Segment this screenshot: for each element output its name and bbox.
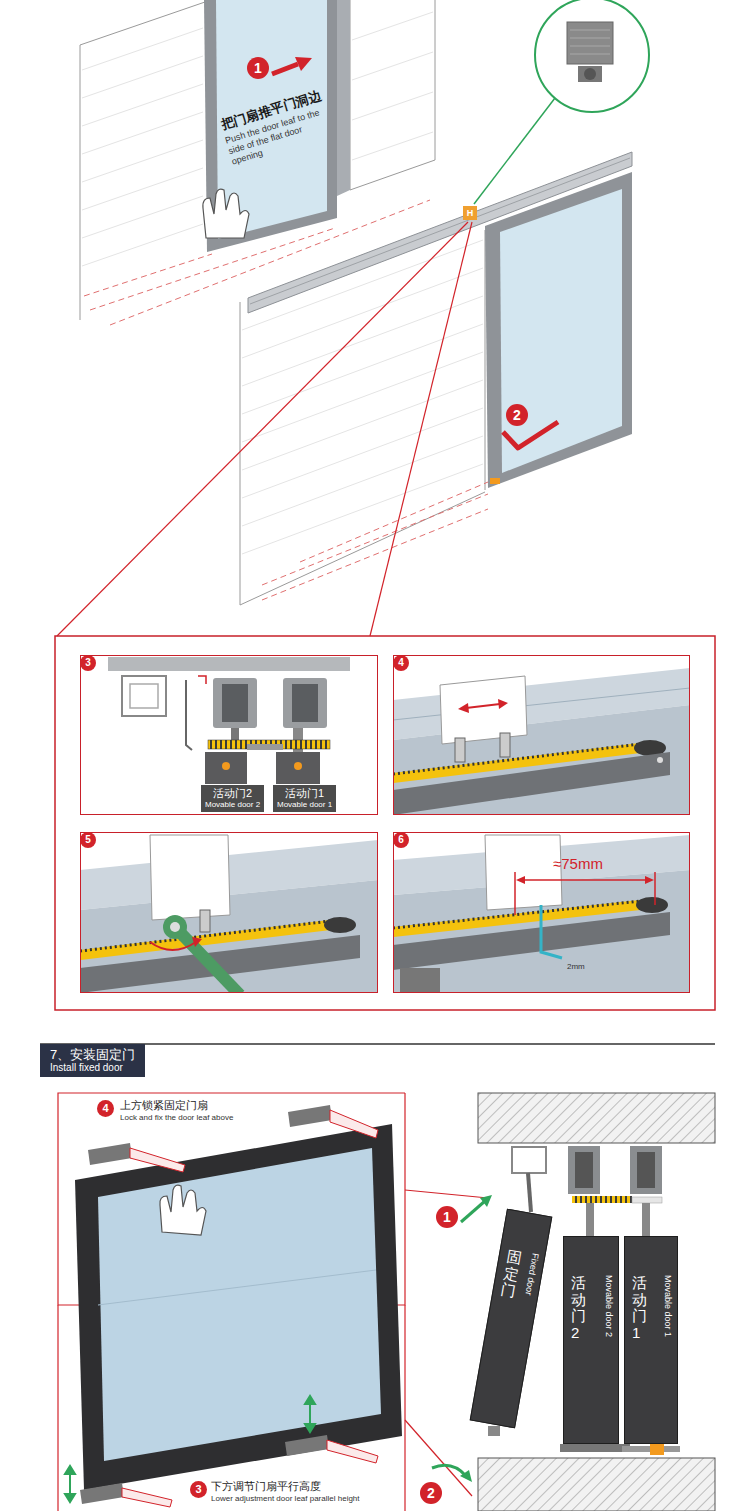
chinese-label: 活动门2 [571,1275,586,1341]
door-leaf: 固定门Fixed door [470,1209,553,1429]
step-panel: 3 活动门2Movable door 2 活动门1Movable door 1 [80,655,378,815]
section-subtitle: Install fixed door [50,1062,135,1074]
chinese-label: 活动门2 [205,787,260,800]
annotation-text: 上方锁紧固定门扇 [120,1099,208,1112]
door-tag: 活动门2Movable door 2 [201,785,264,812]
callout-number: 2 [506,404,528,426]
annotation-text: Lock and fix the door leaf above [120,1113,233,1123]
callout-number: 3 [190,1481,207,1498]
annotation-text: 下方调节门扇平行高度 [211,1480,321,1493]
annotation-text: 2mm [567,962,585,972]
callout-number: 1 [247,57,269,79]
english-label: Movable door 2 [205,800,260,810]
step-panel: 6 [393,832,690,993]
step-panel: 5 [80,832,378,993]
chinese-label: 活动门1 [277,787,332,800]
english-label: Movable door 2 [603,1275,614,1337]
chinese-label: 活动门1 [632,1275,647,1341]
english-label: Fixed door [522,1252,540,1296]
door-tag: 活动门1Movable door 1 [273,785,336,812]
annotation-text: Lower adjustment door leaf parallel heig… [211,1494,360,1504]
annotation-text: ≈75mm [553,855,603,873]
step-panel: 4 [393,655,690,815]
door-leaf: 活动门2 Movable door 2 [563,1236,619,1444]
door-leaf: 活动门1 Movable door 1 [624,1236,678,1444]
english-label: Movable door 1 [662,1275,673,1337]
callout-number: 2 [420,1482,442,1504]
section-header: 7、安装固定门Install fixed door [40,1044,145,1077]
callout-number: 4 [97,1100,114,1117]
section-title: 7、安装固定门 [50,1047,135,1062]
english-label: Movable door 1 [277,800,332,810]
step-number: 4 [393,655,409,671]
step-number: 6 [393,832,409,848]
point-marker: H [463,206,477,220]
step-number: 3 [80,655,96,671]
step-number: 5 [80,832,96,848]
chinese-label: 固定门 [500,1248,523,1299]
callout-number: 1 [436,1206,458,1228]
